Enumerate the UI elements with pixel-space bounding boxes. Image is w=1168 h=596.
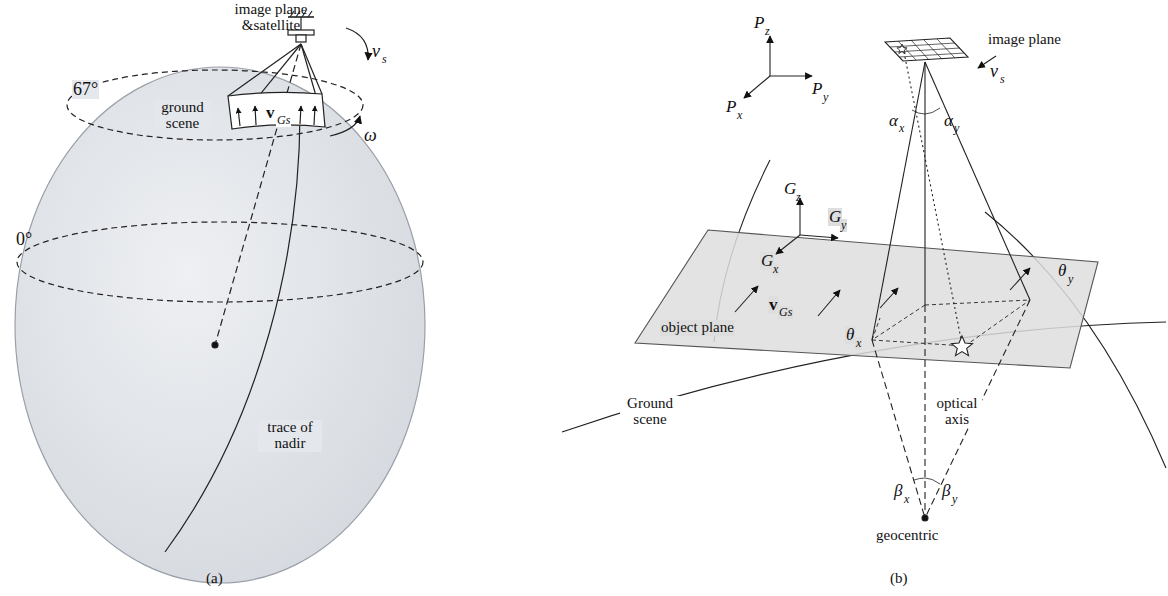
angle-label: α	[944, 112, 953, 130]
panel-label: (b)	[890, 571, 908, 587]
subscript: y	[954, 122, 959, 135]
subscript: x	[904, 493, 909, 506]
axis-label: P	[754, 14, 764, 32]
label: Ground scene	[620, 396, 680, 428]
subscript: x	[737, 109, 742, 122]
axis-label: P	[726, 98, 736, 116]
label: trace of nadir	[258, 420, 322, 452]
symbol: ω	[364, 126, 377, 145]
angle-label: θ	[845, 326, 855, 344]
subscript: y	[823, 91, 828, 104]
label: optical axis	[932, 396, 982, 428]
subscript: x	[855, 337, 862, 350]
subscript: s	[1000, 73, 1005, 86]
symbol: v	[990, 62, 998, 81]
subscript: Gs	[276, 114, 291, 127]
angle-label: 0°	[16, 230, 32, 249]
angle-label: α	[889, 112, 898, 130]
subscript: x	[772, 263, 779, 276]
angle-label: β	[942, 482, 950, 500]
panel-label: (a)	[206, 571, 223, 587]
angle-label: θ	[1058, 262, 1066, 280]
axis-label: G	[784, 180, 796, 198]
label: ground scene	[154, 100, 211, 132]
panel-b	[562, 36, 1166, 521]
subscript: s	[382, 53, 387, 66]
angle-label: 67°	[72, 80, 99, 99]
angle-label: β	[894, 482, 902, 500]
subscript: y	[840, 219, 847, 232]
symbol: v	[372, 42, 380, 61]
panel-a	[15, 11, 425, 583]
symbol: v	[265, 104, 276, 122]
label: image plane &satellite	[226, 2, 316, 34]
subscript: z	[765, 25, 770, 38]
axis-label: P	[812, 80, 822, 98]
subscript: y	[952, 493, 957, 506]
subscript: x	[899, 122, 904, 135]
subscript: Gs	[778, 306, 793, 319]
label: object plane	[660, 320, 735, 336]
label: image plane	[988, 32, 1061, 48]
subscript: z	[796, 191, 801, 204]
label: geocentric	[876, 528, 938, 544]
subscript: y	[1068, 273, 1073, 286]
symbol: v	[768, 296, 779, 314]
